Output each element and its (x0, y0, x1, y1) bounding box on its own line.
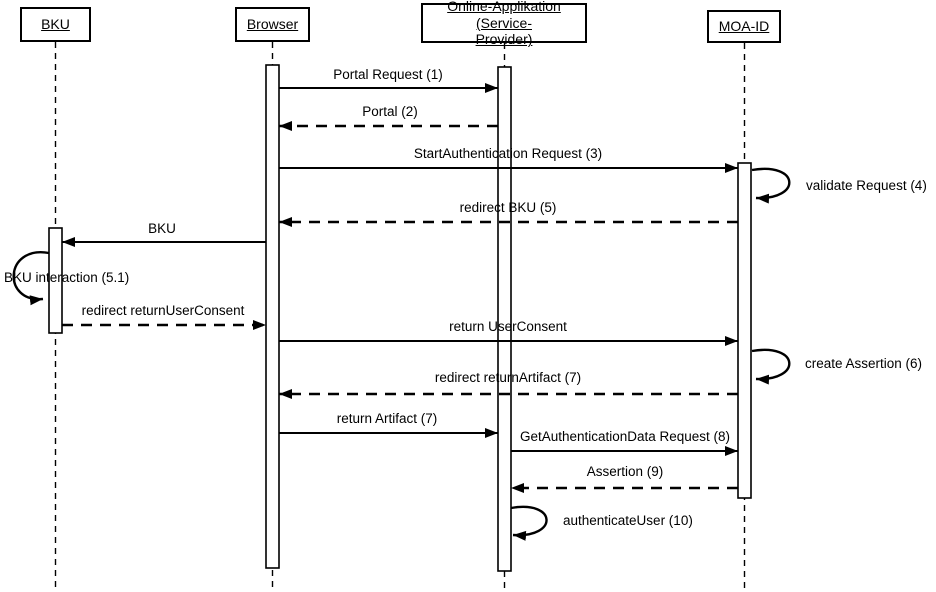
message-label-bku: BKU (148, 221, 176, 236)
message-label-getauthenticationdata-request-8: GetAuthenticationData Request (8) (519, 429, 731, 444)
arrow-self-authenticateuser-10 (510, 505, 548, 541)
actor-label-moa-id: MOA-ID (718, 18, 770, 35)
message-label-startauthentication-request-3: StartAuthentication Request (3) (413, 146, 603, 161)
message-label-return-artifact-7: return Artifact (7) (336, 411, 438, 426)
actor-label-online-app-line1: Online-Applikation (Service- (447, 0, 561, 31)
message-label-redirect-returnartifact-7: redirect returnArtifact (7) (434, 370, 582, 385)
activation-bar-browser (265, 64, 280, 569)
message-label-assertion-9: Assertion (9) (586, 464, 664, 479)
activation-bar-bku (48, 227, 63, 334)
message-label-portal-request-1: Portal Request (1) (333, 67, 443, 82)
actor-box-moa-id: MOA-ID (707, 10, 781, 43)
message-label-authenticateuser-10: authenticateUser (10) (563, 513, 693, 528)
actor-label-online-app-line2: Provider) (475, 31, 533, 48)
message-label-redirect-bku-5: redirect BKU (5) (459, 200, 557, 215)
message-label-create-assertion-6: create Assertion (6) (805, 356, 923, 371)
message-label-validate-request-4: validate Request (4) (806, 178, 927, 193)
activation-bar-moa-id (737, 162, 752, 499)
actor-label-bku: BKU (41, 16, 70, 33)
arrow-self-create-assertion-6 (751, 348, 791, 385)
message-label-bku-interaction-5-1: BKU interaction (5.1) (4, 270, 130, 285)
message-label-portal-2: Portal (2) (362, 104, 418, 119)
message-label-redirect-returnuserconsent: redirect returnUserConsent (81, 303, 245, 318)
message-label-return-userconsent: return UserConsent (449, 319, 567, 334)
actor-box-browser: Browser (235, 7, 310, 42)
actor-box-online-app: Online-Applikation (Service- Provider) (421, 0, 587, 47)
arrow-self-bku-interaction-5-1 (12, 251, 50, 306)
actor-label-browser: Browser (246, 16, 299, 33)
actor-box-bku: BKU (20, 7, 91, 42)
activation-bar-online-app (497, 66, 512, 572)
arrow-self-validate-request-4 (751, 167, 791, 204)
